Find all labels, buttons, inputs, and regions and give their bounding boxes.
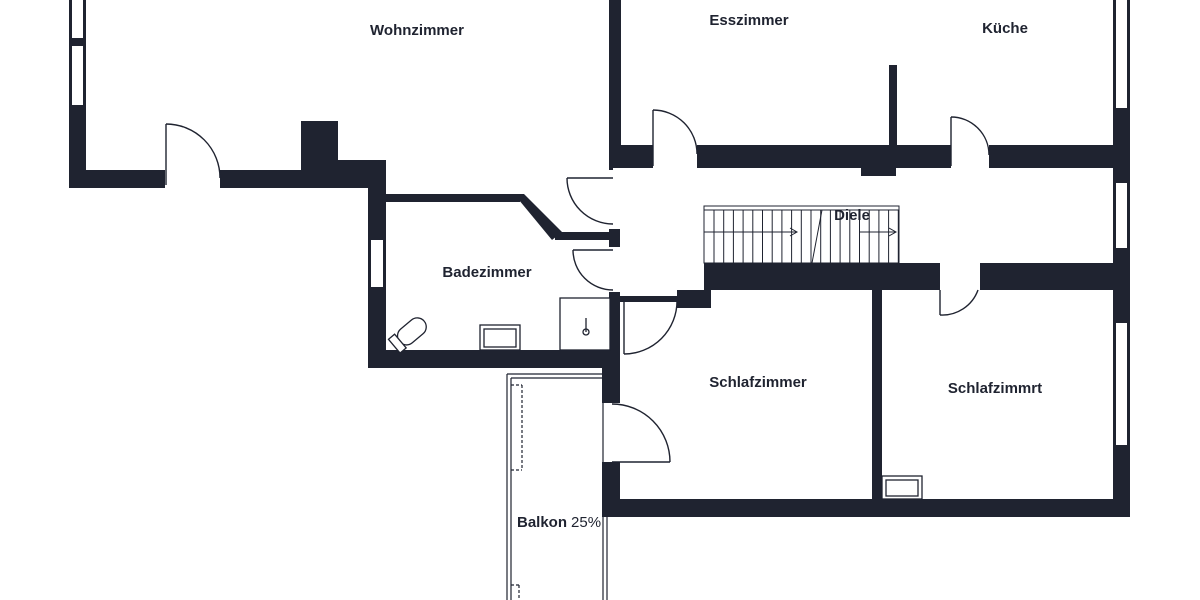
room-label-kueche: Küche xyxy=(982,20,1028,37)
room-label-diele: Diele xyxy=(834,207,870,224)
walls xyxy=(69,0,1130,517)
balkon-name: Balkon xyxy=(517,514,567,531)
bathroom-fixtures xyxy=(387,297,923,500)
balkon-percentage: 25% xyxy=(571,514,601,531)
balcony-outline xyxy=(506,373,608,600)
room-label-schlafzimmer: Schlafzimmer xyxy=(709,374,807,391)
room-labels: Wohnzimmer Esszimmer Küche Diele Badezim… xyxy=(370,12,1042,531)
staircase xyxy=(703,205,900,264)
room-label-esszimmer: Esszimmer xyxy=(709,12,788,29)
room-label-wohnzimmer: Wohnzimmer xyxy=(370,22,464,39)
room-label-badezimmer: Badezimmer xyxy=(442,264,531,281)
door-swings xyxy=(165,109,990,463)
room-label-schlafzimmer-2: Schlafzimmrt xyxy=(948,380,1042,397)
